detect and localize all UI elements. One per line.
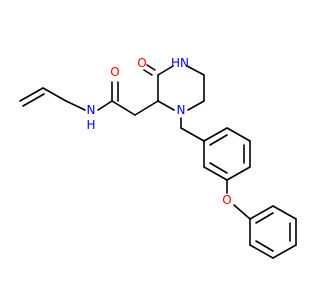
bond-lactam-o-double-inner xyxy=(146,64,156,71)
bond-ring-n1-c2 xyxy=(157,100,175,111)
bond-ar2-4 xyxy=(272,244,297,259)
bond-ether-o-ar2 xyxy=(233,204,251,220)
bond-allyl-ch2-nh xyxy=(65,100,86,111)
bond-lactam-o-double xyxy=(143,69,153,76)
bond-ring-c3-nh xyxy=(157,65,174,76)
bond-allyl-vinyl-ch2 xyxy=(42,87,67,102)
bond-ar2-inner-c xyxy=(255,240,274,252)
atom-label-amide-h: H xyxy=(86,118,95,132)
bond-allyl-terminal-double xyxy=(19,87,44,102)
bond-ar1-1 xyxy=(203,127,228,142)
bond-ar2-2 xyxy=(272,205,297,220)
atom-label-lactam-oxygen: O xyxy=(137,56,146,70)
bond-ring-c6-n1 xyxy=(187,100,205,111)
bond-nh-carbonyl xyxy=(97,100,113,111)
bond-allyl-terminal-double-inner xyxy=(22,93,45,107)
bond-ar1-inner-a xyxy=(209,134,228,146)
atom-label-ether-oxygen: O xyxy=(222,193,231,207)
bond-ar1-5 xyxy=(203,166,228,181)
bond-ar2-1 xyxy=(249,205,274,220)
bond-ar1-2 xyxy=(226,127,251,142)
bond-ar1-4 xyxy=(226,166,251,181)
molecule-structure: O O O HN N N H xyxy=(19,56,297,259)
atom-label-ring-nh: HN xyxy=(171,56,189,70)
bond-ar2-5 xyxy=(249,244,274,259)
bond-carbonyl-ch2 xyxy=(111,100,136,116)
bond-benzyl-ch2-ring xyxy=(180,127,205,142)
bonds xyxy=(19,64,297,259)
bond-ch2-ring xyxy=(134,100,159,116)
atom-label-ring-n: N xyxy=(177,103,186,117)
atom-label-amide-oxygen: O xyxy=(110,65,119,79)
bond-ring-nh-c5 xyxy=(186,65,205,76)
atom-labels: O O O HN N N H xyxy=(86,56,231,207)
bond-ar2-inner-a xyxy=(255,212,274,224)
bond-ar1-inner-c xyxy=(209,162,228,174)
atom-label-amide-n: N xyxy=(87,103,96,117)
